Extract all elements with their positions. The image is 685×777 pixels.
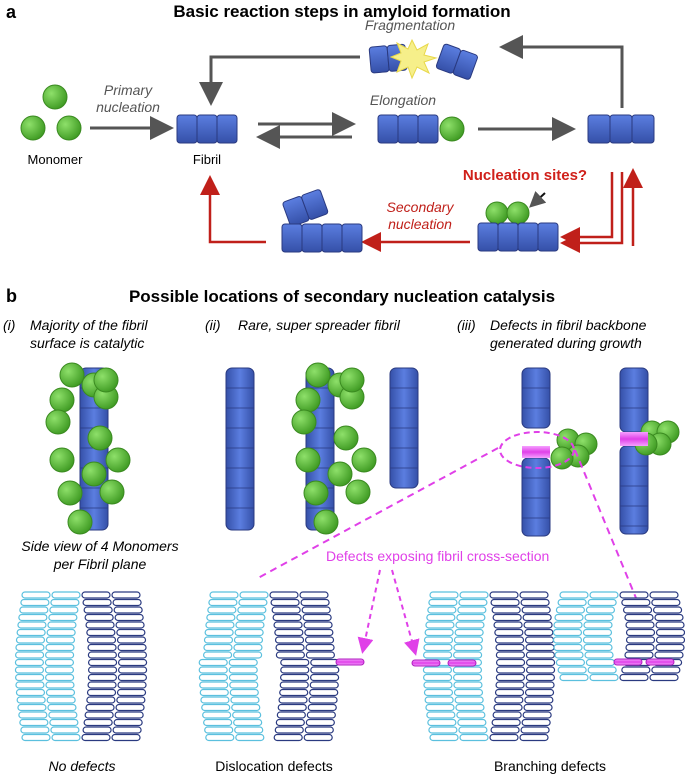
monomer-icon — [303, 480, 329, 506]
zoom-line-right — [574, 449, 637, 599]
fibril-icon — [176, 114, 238, 144]
defect-highlight-ellipse — [499, 431, 575, 469]
dislocation-caption: Dislocation defects — [215, 758, 333, 774]
defect-cap — [335, 658, 365, 666]
monomer-icon — [291, 409, 317, 435]
case-iii-number: (iii) — [457, 317, 476, 333]
monomer-icon — [87, 425, 113, 451]
defect-cap — [613, 658, 643, 666]
fragmentation-in-arrow — [499, 35, 624, 108]
monomer-icon — [305, 362, 331, 388]
monomer-icon — [333, 425, 359, 451]
panel-b-title: Possible locations of secondary nucleati… — [129, 287, 555, 306]
defect-pointer-2 — [391, 569, 420, 656]
defect-fibril-2 — [620, 432, 648, 446]
panel-a-title: Basic reaction steps in amyloid formatio… — [173, 2, 510, 21]
new-fibril-icon — [281, 189, 363, 253]
monomer-icon — [339, 367, 365, 393]
monomer-icon — [295, 447, 321, 473]
monomer-icon — [42, 84, 68, 110]
layer-stack — [552, 591, 685, 682]
monomer-icon — [99, 479, 125, 505]
case-iii-line1: Defects in fibril backbone — [490, 317, 647, 333]
defect-band — [620, 432, 648, 446]
monomer-icon — [45, 409, 71, 435]
long-fibril-icon — [587, 114, 655, 144]
break-star-icon — [389, 38, 438, 80]
secondary-arrow-2 — [560, 172, 624, 253]
secondary-label-2: nucleation — [388, 216, 452, 232]
monomer-icon — [56, 115, 82, 141]
layer-stack — [198, 591, 340, 742]
vertical-fibril — [619, 445, 649, 535]
vertical-fibril — [389, 367, 419, 489]
monomer-icon — [81, 461, 107, 487]
secondary-arrow-1 — [560, 172, 614, 247]
vertical-fibril — [521, 457, 551, 537]
fragmentation-label: Fragmentation — [365, 17, 455, 33]
defect-band — [522, 446, 550, 458]
monomer-icon — [295, 387, 321, 413]
branching-caption: Branching defects — [494, 758, 606, 774]
fragmentation-out-arrow — [199, 55, 360, 106]
monomer-coatings — [45, 362, 680, 535]
panel-b-letter: b — [6, 286, 17, 306]
monomer-group — [20, 84, 82, 141]
monomer-icon — [550, 446, 574, 470]
monomer-icon — [49, 447, 75, 473]
defect-cap — [411, 659, 441, 667]
monomer-icon — [20, 115, 46, 141]
fibril-label: Fibril — [193, 152, 221, 167]
side-view-line1: Side view of 4 Monomers — [21, 538, 178, 554]
primary-label-1: Primary — [104, 82, 153, 98]
monomer-icon — [327, 461, 353, 487]
case-iii-line2: generated during growth — [490, 335, 642, 351]
monomer-icon — [59, 362, 85, 388]
case-i-number: (i) — [3, 317, 15, 333]
monomer-icon — [105, 447, 131, 473]
defect-cap — [447, 659, 477, 667]
nucleating-fibril-icon — [477, 201, 559, 252]
elongation-label: Elongation — [370, 92, 436, 108]
case-i-line2: surface is catalytic — [30, 335, 144, 351]
monomer-icon — [67, 509, 93, 535]
monomer-icon — [351, 447, 377, 473]
primary-label-2: nucleation — [96, 99, 160, 115]
defect-pointer-1 — [357, 569, 381, 654]
layer-stack — [422, 591, 556, 742]
secondary-return-arrow — [200, 175, 266, 244]
vertical-fibril — [619, 367, 649, 433]
side-view-line2: per Fibril plane — [53, 556, 147, 572]
defect-cap — [645, 658, 675, 666]
defect-fibril-1 — [522, 446, 550, 458]
case-i-line1: Majority of the fibril — [30, 317, 148, 333]
layer-stack — [14, 591, 148, 742]
layer-stacks — [14, 591, 685, 742]
monomer-icon — [57, 480, 83, 506]
case-ii-line1: Rare, super spreader fibril — [238, 317, 401, 333]
case-ii-number: (ii) — [205, 317, 221, 333]
vertical-fibril — [225, 367, 255, 531]
monomer-icon — [49, 387, 75, 413]
elongating-fibril-icon — [377, 114, 465, 144]
nucleation-site-pointer — [529, 190, 547, 208]
defects-label: Defects exposing fibril cross-section — [326, 548, 549, 564]
monomer-icon — [93, 367, 119, 393]
secondary-label-1: Secondary — [387, 199, 455, 215]
monomer-icon — [345, 479, 371, 505]
monomer-icon — [313, 509, 339, 535]
no-defects-caption: No defects — [49, 758, 116, 774]
zoom-line-left — [257, 447, 499, 579]
monomer-label: Monomer — [28, 152, 84, 167]
fragmenting-fibril-icon — [368, 38, 478, 80]
vertical-fibril — [521, 367, 551, 429]
panel-a-letter: a — [6, 2, 17, 22]
nucleation-sites-label: Nucleation sites? — [463, 167, 587, 184]
